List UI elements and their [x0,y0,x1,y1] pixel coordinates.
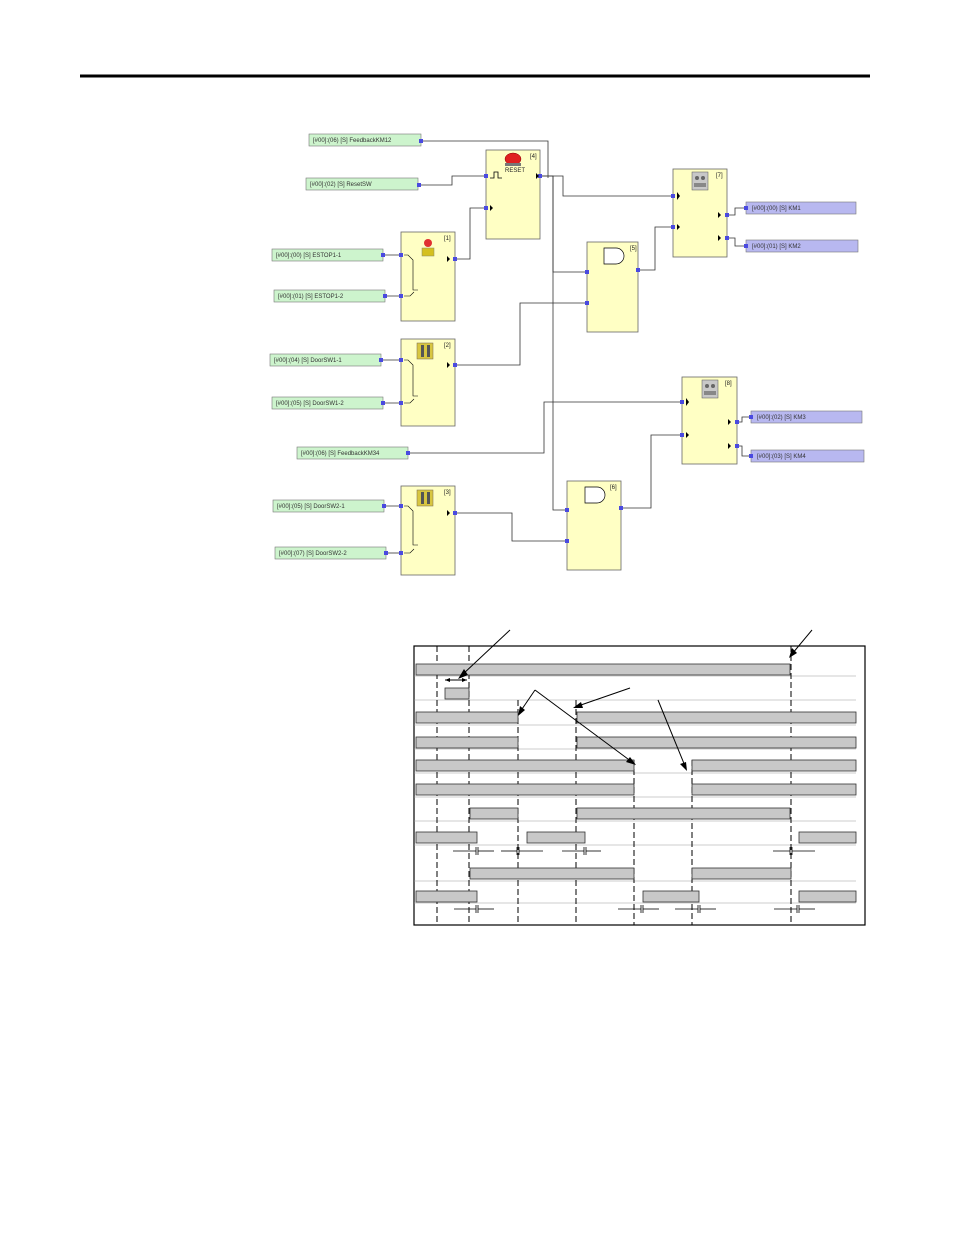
door-icon [416,342,434,360]
input-label: [#00]:(05) [S] DoorSW2-1 [277,504,345,510]
nc-contact-icon [404,505,418,546]
input-tag-estop1-2[interactable]: [#00]:(01) [S] ESTOP1-2 [273,289,387,303]
input-label: [#00]:(06) [S] FeedbackKM12 [313,138,392,144]
input-tag-doorsw2-2[interactable]: [#00]:(07) [S] DoorSW2-2 [274,546,388,560]
estop-icon [421,239,435,257]
door-switch-1-block[interactable]: [2] [399,338,457,427]
output-tag-km1[interactable]: [#00]:(00) [S] KM1 [744,201,857,215]
function-blocks: [4] RESET [1] [399,149,739,576]
reset-label: RESET [505,168,525,174]
contactor-icon [691,171,709,191]
output-tag-km4[interactable]: [#00]:(03) [S] KM4 [749,449,865,463]
and-gate-icon [603,247,625,265]
function-block-diagram: [#00]:(06) [S] FeedbackKM12 [#00]:(02) [… [269,133,865,576]
input-label: [#00]:(02) [S] ResetSW [310,182,372,188]
output-label: [#00]:(03) [S] KM4 [757,454,806,460]
and-block-5[interactable]: [5] [585,241,640,333]
input-label: [#00]:(00) [S] ESTOP1-1 [276,253,342,259]
contactor-icon [701,379,719,399]
block-number: [7] [716,173,723,179]
input-tag-doorsw2-1[interactable]: [#00]:(05) [S] DoorSW2-1 [272,499,386,513]
door-icon [416,489,434,507]
edm-block-8[interactable]: [8] [680,376,739,465]
input-label: [#00]:(01) [S] ESTOP1-2 [278,294,344,300]
input-label: [#00]:(07) [S] DoorSW2-2 [279,551,347,557]
block-number: [1] [444,236,451,242]
wires [381,140,751,554]
block-number: [8] [725,381,732,387]
block-number: [3] [444,490,451,496]
and-gate-icon [584,486,606,504]
output-label: [#00]:(00) [S] KM1 [752,206,801,212]
output-tags: [#00]:(00) [S] KM1 [#00]:(01) [S] KM2 [#… [744,201,865,463]
block-number: [4] [530,154,537,160]
output-label: [#00]:(02) [S] KM3 [757,415,806,421]
edm-block-7[interactable]: [7] [671,168,729,258]
block-number: [6] [610,485,617,491]
reset-block[interactable]: [4] RESET [484,149,542,240]
output-tag-km2[interactable]: [#00]:(01) [S] KM2 [744,239,859,253]
timing-bars [415,663,857,903]
input-tag-reset-sw[interactable]: [#00]:(02) [S] ResetSW [305,177,421,191]
block-number: [2] [444,343,451,349]
timing-chart [413,629,866,926]
input-label: [#00]:(05) [S] DoorSW1-2 [276,401,344,407]
input-label: [#00]:(06) [S] FeedbackKM34 [301,451,380,457]
timing-annotations [445,629,813,771]
input-label: [#00]:(04) [S] DoorSW1-1 [274,358,342,364]
input-tag-doorsw1-1[interactable]: [#00]:(04) [S] DoorSW1-1 [269,353,383,367]
input-tag-doorsw1-2[interactable]: [#00]:(05) [S] DoorSW1-2 [271,396,385,410]
delay-ticks [453,847,815,913]
output-label: [#00]:(01) [S] KM2 [752,244,801,250]
and-block-6[interactable]: [6] [565,480,623,571]
timing-baselines [414,675,856,904]
nc-contact-icon [404,254,418,291]
rising-edge-icon [490,171,502,179]
nc-contact-icon [404,359,418,397]
input-tag-feedback-km34[interactable]: [#00]:(06) [S] FeedbackKM34 [296,446,410,460]
input-tag-estop1-1[interactable]: [#00]:(00) [S] ESTOP1-1 [271,248,385,262]
input-tags: [#00]:(06) [S] FeedbackKM12 [#00]:(02) [… [269,133,423,560]
door-switch-2-block[interactable]: [3] [399,485,457,576]
block-number: [5] [630,246,637,252]
output-tag-km3[interactable]: [#00]:(02) [S] KM3 [749,410,863,424]
estop-block[interactable]: [1] [399,231,457,322]
input-tag-feedback-km12[interactable]: [#00]:(06) [S] FeedbackKM12 [308,133,423,147]
